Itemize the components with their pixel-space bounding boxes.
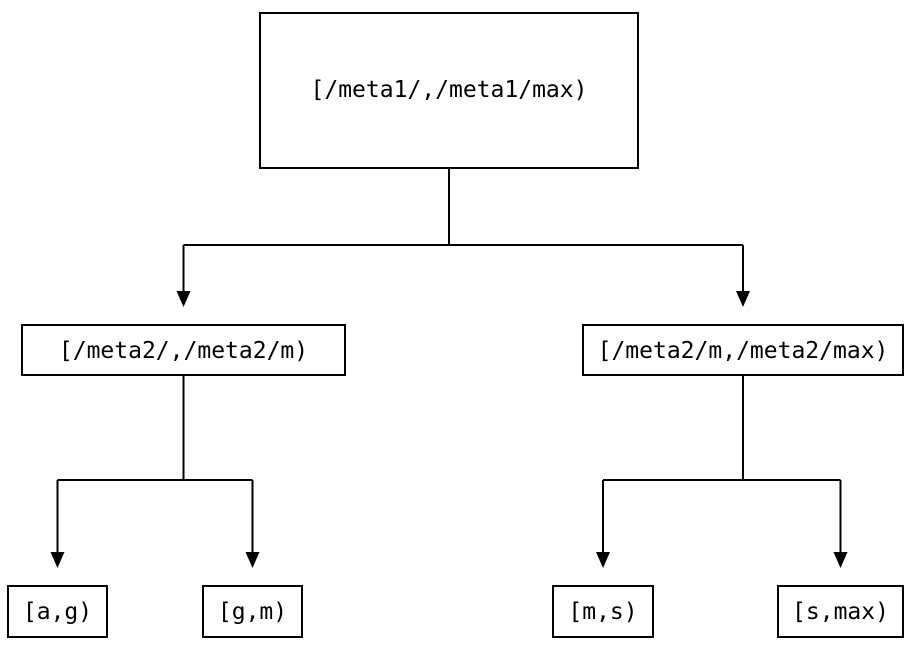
edge-level2-left-to-leaves [56,375,254,552]
node-leaf-ms-label: [m,s) [568,599,637,625]
node-leaf-ag-box [7,585,108,638]
node-root-label: [/meta1/,/meta1/max) [311,77,588,103]
edge-root-to-level2 [182,168,744,291]
arrowhead-to-level2-right-icon [736,291,750,307]
node-leaf-smax: [s,max) [777,585,904,638]
node-level2-right-label: [/meta2/m,/meta2/max) [598,338,889,364]
arrowhead-to-leaf-ag-icon [50,552,65,568]
node-leaf-ag-label: [a,g) [23,599,92,625]
node-level2-right-box [582,324,904,376]
node-leaf-ms: [m,s) [552,585,654,638]
node-level2-left: [/meta2/,/meta2/m) [21,324,346,376]
arrowhead-to-leaf-smax-icon [833,552,848,568]
node-level2-left-label: [/meta2/,/meta2/m) [59,338,308,364]
node-root: [/meta1/,/meta1/max) [259,12,639,169]
node-leaf-ag: [a,g) [7,585,108,638]
node-leaf-smax-box [777,585,904,638]
node-leaf-gm-label: [g,m) [218,599,287,625]
node-level2-left-box [21,324,346,376]
node-leaf-gm: [g,m) [202,585,303,638]
node-leaf-gm-box [202,585,303,638]
node-level2-right: [/meta2/m,/meta2/max) [582,324,904,376]
node-leaf-ms-box [552,585,654,638]
arrowhead-to-level2-left-icon [176,291,191,307]
edge-level2-right-to-leaves [602,375,842,552]
arrowhead-to-leaf-gm-icon [245,552,260,568]
node-root-box [259,12,639,169]
node-leaf-smax-label: [s,max) [792,599,889,625]
arrowhead-to-leaf-ms-icon [596,552,610,568]
